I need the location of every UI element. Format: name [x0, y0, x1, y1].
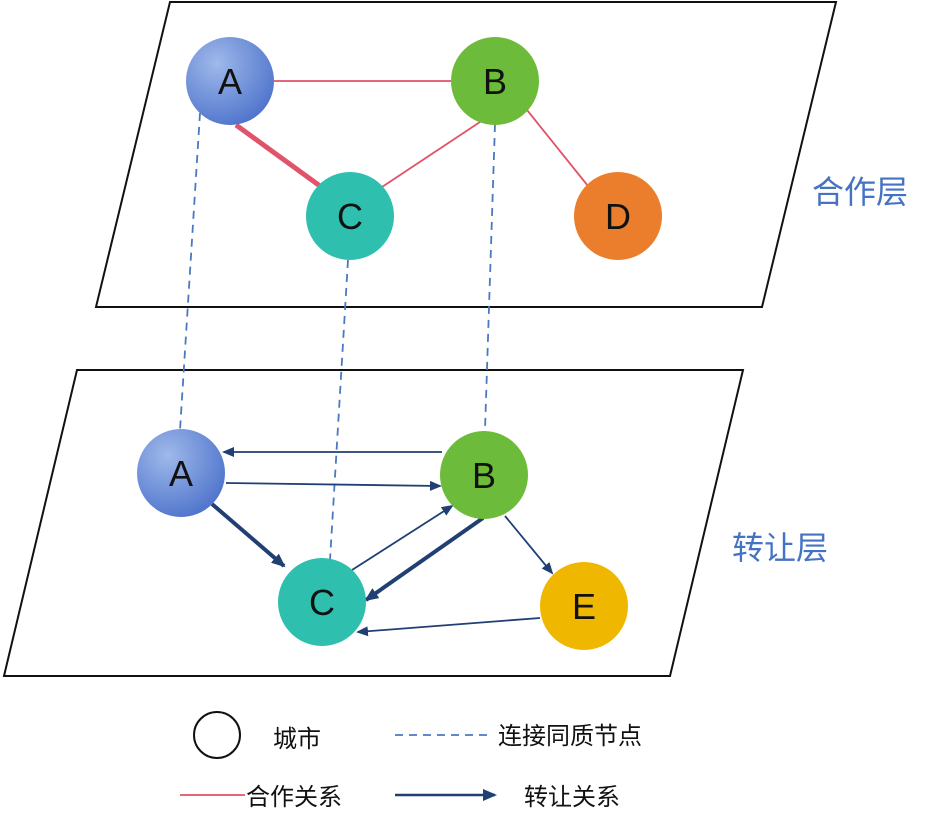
transfer-layer-title: 转让层 [732, 529, 828, 567]
cooperation-edges [234, 80, 589, 189]
coop-node-D-label: D [605, 196, 631, 237]
coop-node-C-label: C [337, 196, 363, 237]
transfer-edge-A-C [210, 502, 286, 568]
trans-node-B: B [440, 431, 528, 519]
coop-node-A-label: A [218, 61, 242, 102]
trans-node-A-label: A [169, 453, 193, 494]
legend: 城市 连接同质节点 合作关系 转让关系 [180, 711, 642, 811]
legend-city-label: 城市 [273, 725, 321, 753]
trans-node-C: C [278, 558, 366, 646]
coop-edge-A-C [234, 122, 322, 189]
trans-node-C-label: C [309, 582, 335, 623]
trans-node-E: E [540, 562, 628, 650]
transfer-edges [210, 447, 554, 637]
same-node-links [179, 112, 496, 561]
legend-city-icon [193, 711, 241, 759]
transfer-edge-C-B [351, 504, 454, 571]
coop-edge-B-D [526, 109, 589, 187]
legend-transfer-label: 转让关系 [524, 783, 620, 811]
trans-node-B-label: B [472, 455, 496, 496]
cooperation-layer-title: 合作层 [812, 173, 908, 211]
coop-node-B: B [451, 37, 539, 125]
coop-node-B-label: B [483, 61, 507, 102]
transfer-edge-E-C [356, 617, 541, 637]
trans-node-E-label: E [572, 586, 596, 627]
legend-same-node-link-label: 连接同质节点 [498, 722, 642, 750]
coop-node-A: A [186, 37, 274, 125]
same-node-link-B [484, 123, 496, 431]
coop-node-D: D [574, 172, 662, 260]
transfer-edge-B-C [364, 516, 485, 602]
same-node-link-A [179, 112, 201, 431]
transfer-edge-B-E [504, 515, 554, 575]
coop-edge-B-C [381, 121, 481, 188]
trans-node-A: A [137, 429, 225, 517]
transfer-edge-A-B [225, 480, 442, 491]
legend-cooperation-label: 合作关系 [246, 783, 342, 811]
coop-node-C: C [306, 172, 394, 260]
